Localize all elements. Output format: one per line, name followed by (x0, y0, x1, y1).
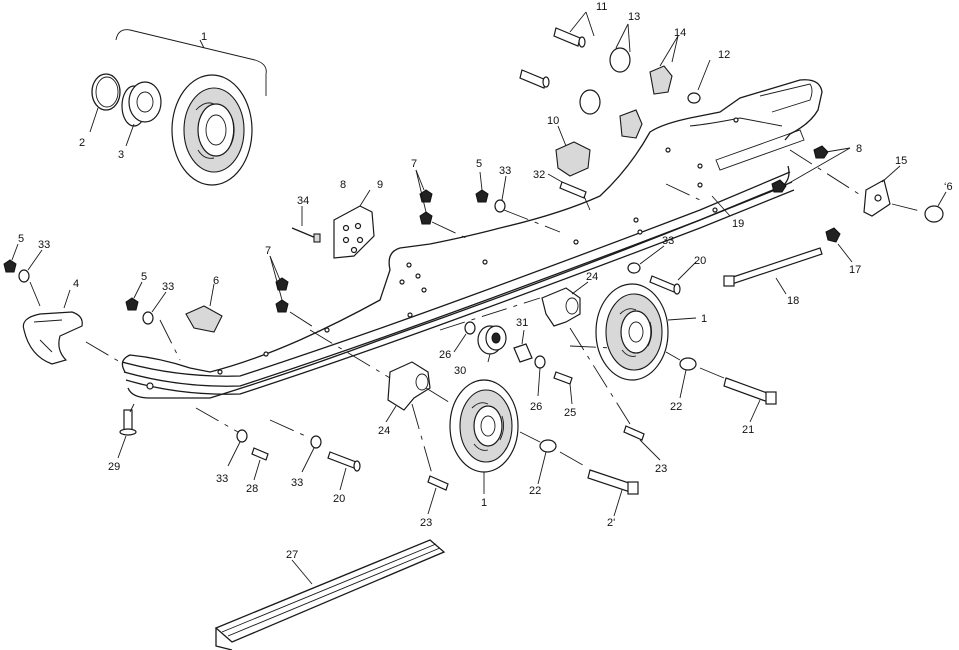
bracket-1 (115, 29, 267, 96)
callout-8-upper-left: 8 (340, 179, 346, 191)
leader-19 (711, 195, 731, 217)
callout-20-upper: 20 (694, 255, 706, 267)
callout-6: 6 (213, 275, 219, 287)
idler-wheel-top (171, 74, 253, 186)
wear-strip-part-27 (214, 539, 446, 650)
callout-1-lower-wheel: 1 (481, 497, 487, 509)
bearing-part-3 (121, 81, 162, 147)
callout-31: 31 (516, 317, 528, 329)
callout-5-right: 5 (476, 158, 482, 170)
bolt-part-20-lower (327, 451, 361, 491)
callout-22-lower: 22 (529, 485, 541, 497)
callout-24-upper: 24 (586, 271, 598, 283)
arm-part-24-upper (541, 281, 589, 327)
callout-13: 13 (628, 11, 640, 23)
callout-17: 17 (849, 264, 861, 276)
callout-1-top: 1 (201, 31, 207, 43)
callout-15: 15 (895, 155, 907, 167)
callout-5-left: 5 (18, 233, 24, 245)
callout-18: 18 (787, 295, 799, 307)
callout-34: 34 (297, 195, 309, 207)
callout-33-right: 33 (662, 235, 674, 247)
bolt-part-21-lower (559, 451, 639, 517)
nuts-part-8 (771, 145, 851, 193)
callout-19: 19 (732, 218, 744, 230)
bolt-part-20-upper (649, 261, 697, 295)
end-cap-part-4 (22, 289, 121, 365)
callout-33-mid: 33 (162, 281, 174, 293)
nut-part-17 (825, 227, 853, 263)
bolt-part-23-lower (411, 403, 449, 515)
screw-part-34 (291, 206, 321, 243)
callout-28: 28 (246, 483, 258, 495)
callout-21-lower: 2' (607, 517, 615, 529)
callout-9: 9 (377, 179, 383, 191)
washers-part-33 (18, 175, 665, 473)
callout-25: 25 (564, 407, 576, 419)
callout-3: 3 (118, 149, 124, 161)
callout-14: 14 (674, 27, 686, 39)
callout-5-mid: 5 (141, 271, 147, 283)
callout-1-rail-wheel: 1 (701, 313, 707, 325)
block-part-10 (555, 125, 591, 177)
plate-part-9 (333, 189, 375, 259)
rivet-part-29 (117, 403, 137, 459)
callout-27: 27 (286, 549, 298, 561)
bearing-part-30 (477, 325, 507, 363)
arm-part-24-lower (385, 361, 431, 423)
bushings-part-13 (579, 23, 631, 115)
idler-wheel-lower (425, 379, 519, 494)
nuts-part-7 (269, 169, 467, 331)
cap-part-16 (891, 191, 947, 223)
callout-33-bottom-left: 33 (216, 473, 228, 485)
bracket-part-15 (789, 149, 901, 217)
spacer-part-31 (513, 329, 533, 363)
callout-33-top: 33 (499, 165, 511, 177)
callout-20-lower: 20 (333, 493, 345, 505)
callout-4: 4 (73, 278, 79, 290)
callout-26-left: 26 (439, 349, 451, 361)
slide-rail-frame (121, 79, 823, 399)
nuts-part-5 (3, 171, 489, 311)
callout-11: 11 (596, 1, 607, 13)
snap-ring-part-2 (89, 73, 121, 133)
block-part-6 (185, 283, 223, 333)
callout-7-left: 7 (265, 245, 271, 257)
callout-24-lower: 24 (378, 425, 390, 437)
bolt-part-21-upper (699, 367, 777, 423)
callout-29: 29 (108, 461, 120, 473)
washers-part-26 (453, 321, 546, 397)
washers-part-22 (519, 351, 697, 485)
callout-12: 12 (718, 49, 730, 61)
callout-16: ‘6 (944, 181, 953, 193)
callout-26-right: 26 (530, 401, 542, 413)
bolt-part-25 (553, 371, 573, 405)
callout-2: 2 (79, 137, 85, 149)
bolt-part-18 (723, 247, 823, 295)
callout-8-right: 8 (856, 143, 862, 155)
callout-23-lower: 23 (420, 517, 432, 529)
callout-33-bottom-mid: 33 (291, 477, 303, 489)
idler-wheel-rail (595, 283, 697, 381)
bolt-part-23-upper (569, 327, 661, 461)
callout-23-upper: 23 (655, 463, 667, 475)
washer-part-12 (687, 59, 711, 104)
bolts-part-11 (519, 11, 595, 89)
callout-22-upper: 22 (670, 401, 682, 413)
callout-21-upper: 21 (742, 424, 754, 436)
blocks-part-14 (619, 35, 679, 139)
callout-32: 32 (533, 169, 545, 181)
callout-7-right: 7 (411, 158, 417, 170)
callout-30: 30 (454, 365, 466, 377)
callout-33-left: 33 (38, 239, 50, 251)
bolt-part-28 (251, 447, 269, 481)
callout-10: 10 (547, 115, 559, 127)
pin-part-32 (547, 173, 587, 199)
